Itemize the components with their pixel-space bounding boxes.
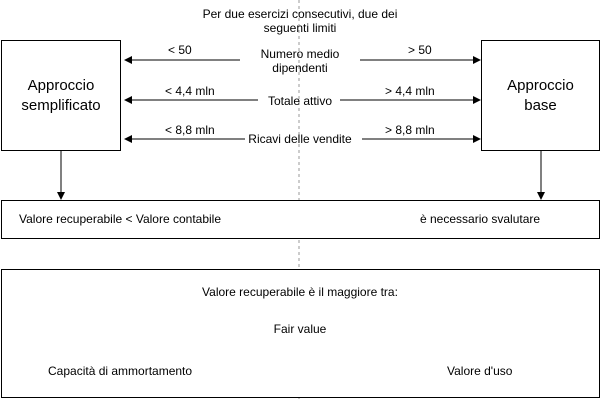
criterion-attivo-right-value: > 4,4 mln bbox=[385, 84, 435, 98]
svalutazione-box bbox=[1, 200, 600, 239]
valore-recuperabile-title: Valore recuperabile è il maggiore tra: bbox=[202, 285, 398, 299]
criterion-dipendenti-label-line2: dipendenti bbox=[272, 61, 328, 75]
criterion-dipendenti-label-line1: Numero medio bbox=[260, 47, 340, 61]
svalutazione-condition: Valore recuperabile < Valore contabile bbox=[19, 212, 222, 226]
approccio-base-line2: base bbox=[524, 97, 557, 114]
criterion-dipendenti-right-value: > 50 bbox=[408, 43, 432, 57]
approccio-base-box bbox=[481, 40, 600, 151]
header-line1: Per due esercizi consecutivi, due dei bbox=[202, 7, 398, 21]
approccio-semplificato-line2: semplificato bbox=[21, 97, 101, 114]
criterion-ricavi-left-value: < 8,8 mln bbox=[165, 123, 215, 137]
capacita-ammortamento-item: Capacità di ammortamento bbox=[48, 364, 193, 378]
header-line2: seguenti limiti bbox=[263, 21, 337, 35]
criterion-dipendenti-left-value: < 50 bbox=[168, 43, 192, 57]
approccio-semplificato-line1: Approccio bbox=[27, 77, 95, 94]
criterion-ricavi-right-value: > 8,8 mln bbox=[385, 123, 435, 137]
valore-uso-item: Valore d'uso bbox=[447, 364, 513, 378]
criterion-ricavi-label: Ricavi delle vendite bbox=[248, 132, 352, 146]
approccio-semplificato-label: Approccio semplificato bbox=[1, 76, 121, 116]
approccio-base-line1: Approccio bbox=[507, 77, 574, 94]
criterion-attivo-label: Totale attivo bbox=[267, 94, 333, 108]
approccio-base-label: Approccio base bbox=[481, 76, 600, 116]
criterion-attivo-left-value: < 4,4 mln bbox=[165, 84, 215, 98]
approccio-semplificato-box bbox=[1, 40, 121, 151]
valore-recuperabile-box bbox=[1, 269, 600, 398]
fair-value-item: Fair value bbox=[273, 322, 327, 336]
svalutazione-result: è necessario svalutare bbox=[420, 212, 541, 226]
